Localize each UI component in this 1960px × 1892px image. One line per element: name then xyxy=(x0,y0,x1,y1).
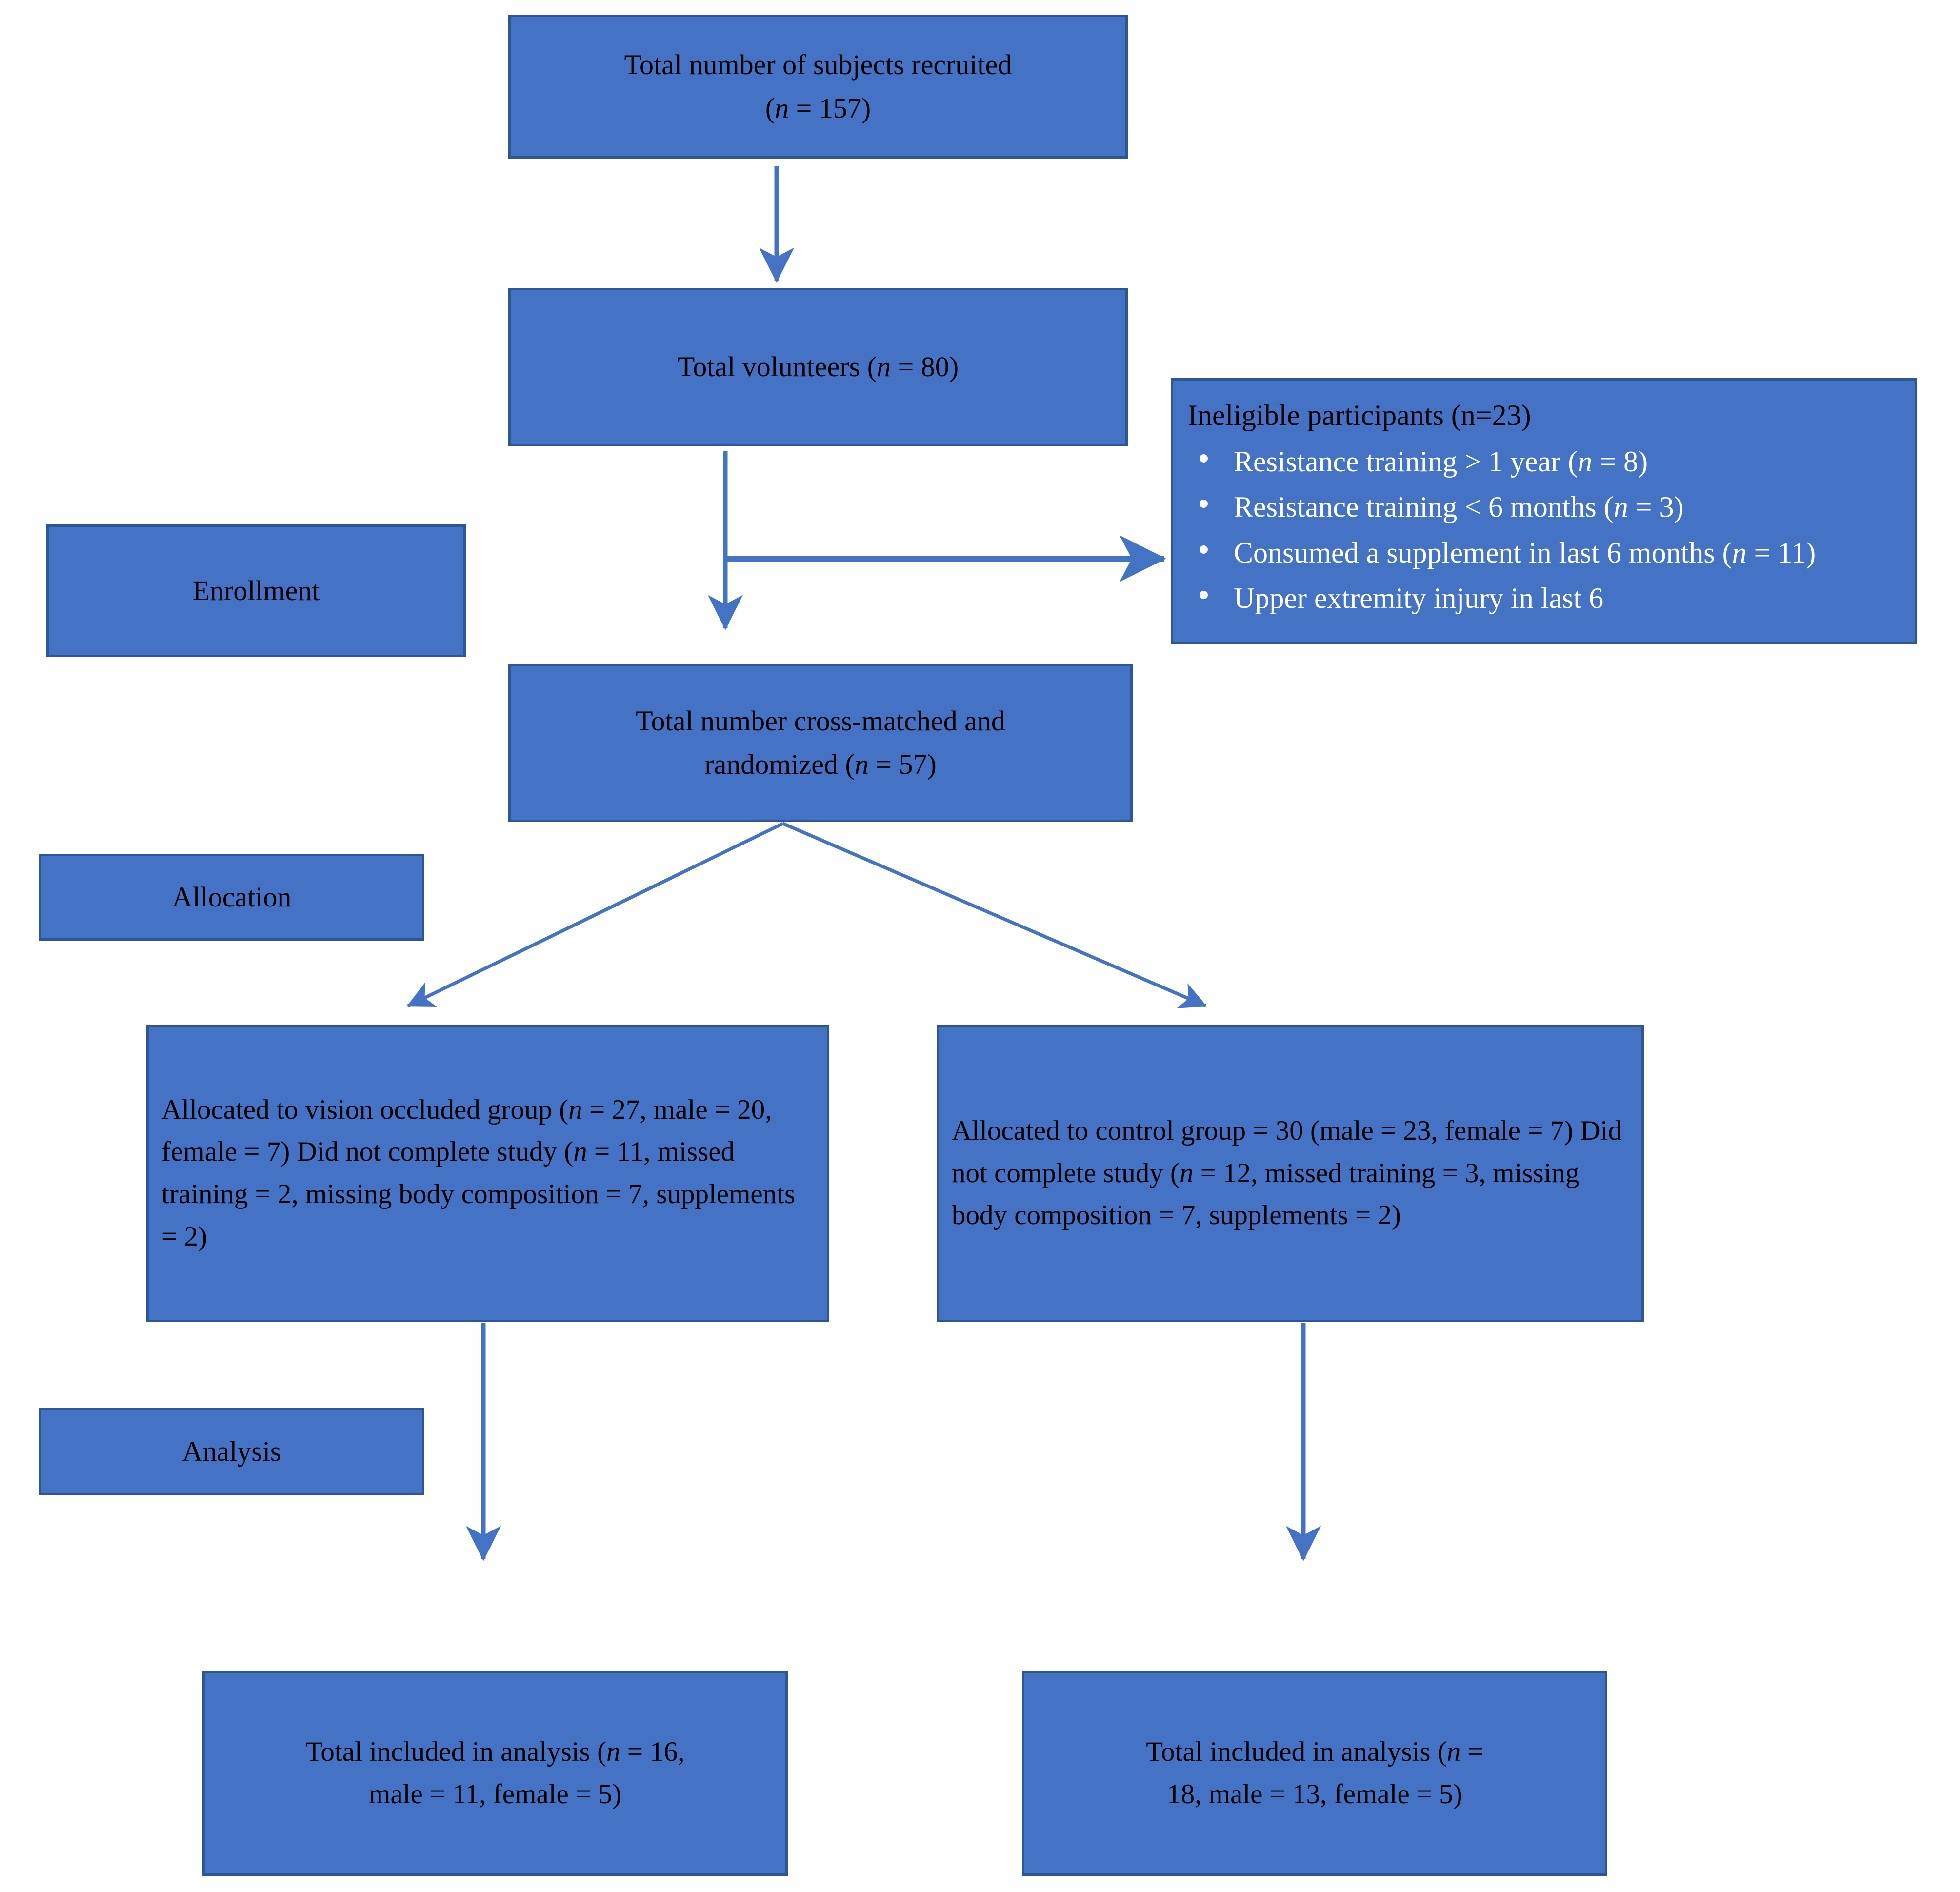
analysis-right-line-1: Total included in analysis (n = xyxy=(1146,1736,1483,1768)
n-italic: n xyxy=(1180,1157,1194,1188)
randomized-line-2: randomized (n = 57) xyxy=(704,748,937,780)
n-italic: n xyxy=(1578,445,1593,478)
arrow-randomized-to-control-group xyxy=(782,822,1207,1008)
allocation-label: Allocation xyxy=(172,881,292,913)
bullet-dot-icon xyxy=(1200,590,1208,599)
n-italic: n xyxy=(1446,1736,1461,1768)
stage-label-allocation: Allocation xyxy=(39,854,424,941)
list-item: Upper extremity injury in last 6 xyxy=(1188,576,1906,621)
alloc-control-paragraph-2: Did not complete study (n = 12, missed t… xyxy=(952,1115,1622,1231)
box-total-included-analysis-vision: Total included in analysis (n = 16, male… xyxy=(202,1671,788,1876)
box-cross-matched-randomized: Total number cross-matched and randomize… xyxy=(508,664,1133,822)
box-allocated-control: Allocated to control group = 30 (male = … xyxy=(937,1025,1644,1322)
recruited-line-1: Total number of subjects recruited xyxy=(624,49,1012,81)
box-total-recruited: Total number of subjects recruited (n = … xyxy=(508,15,1128,159)
box-total-volunteers: Total volunteers (n = 80) xyxy=(508,288,1128,446)
recruited-line-2: (n = 157) xyxy=(765,92,871,124)
bullet-text-tail: = 8) xyxy=(1592,445,1648,478)
list-item: Resistance training < 6 months (n = 3) xyxy=(1188,485,1906,529)
bullet-text-tail: = 11) xyxy=(1746,536,1816,569)
bullet-text-tail: = 3) xyxy=(1628,491,1684,523)
bullet-dot-icon xyxy=(1200,454,1208,463)
n-italic: n xyxy=(854,748,869,780)
bullet-text: Upper extremity injury in last 6 xyxy=(1234,582,1604,614)
box-allocated-vision-occluded: Allocated to vision occluded group (n = … xyxy=(146,1025,829,1322)
n-italic: n xyxy=(568,1094,582,1125)
bullet-text: Resistance training > 1 year ( xyxy=(1234,445,1578,478)
stage-label-enrollment: Enrollment xyxy=(46,524,466,657)
arrow-randomized-to-vision-group xyxy=(406,822,784,1008)
n-italic: n xyxy=(573,1136,587,1167)
alloc-vision-paragraph-2: Did not complete study (n = 11, missed t… xyxy=(161,1136,796,1252)
bullet-text: Consumed a supplement in last 6 months ( xyxy=(1234,536,1732,569)
ineligible-bullet-list: Resistance training > 1 year (n = 8) Res… xyxy=(1188,440,1906,621)
bullet-dot-icon xyxy=(1200,545,1208,554)
alloc-control-paragraph-1: Allocated to control group = 30 (male = … xyxy=(952,1115,1574,1147)
n-italic: n xyxy=(1732,536,1747,569)
analysis-left-line-1: Total included in analysis (n = 16, xyxy=(305,1736,685,1768)
list-item: Resistance training > 1 year (n = 8) xyxy=(1188,440,1906,484)
n-italic: n xyxy=(606,1736,620,1768)
alloc-vision-paragraph-1: Allocated to vision occluded group (n = … xyxy=(161,1094,772,1167)
enrollment-label: Enrollment xyxy=(192,574,320,606)
list-item: Consumed a supplement in last 6 months (… xyxy=(1188,531,1906,575)
volunteers-text: Total volunteers (n = 80) xyxy=(677,351,959,383)
analysis-right-line-2: 18, male = 13, female = 5) xyxy=(1167,1779,1462,1810)
stage-label-analysis: Analysis xyxy=(39,1408,424,1495)
analysis-left-line-2: male = 11, female = 5) xyxy=(369,1779,621,1810)
box-ineligible-participants: Ineligible participants (n=23) Resistanc… xyxy=(1171,378,1917,644)
n-italic: n xyxy=(775,92,789,124)
n-italic: n xyxy=(877,351,891,383)
bullet-dot-icon xyxy=(1200,500,1208,508)
box-total-included-analysis-control: Total included in analysis (n = 18, male… xyxy=(1022,1671,1607,1876)
n-italic: n xyxy=(1613,491,1628,523)
randomized-line-1: Total number cross-matched and xyxy=(636,705,1005,737)
bullet-text: Resistance training < 6 months ( xyxy=(1234,491,1614,523)
analysis-label: Analysis xyxy=(182,1435,281,1467)
ineligible-heading: Ineligible participants (n=23) xyxy=(1188,399,1531,431)
